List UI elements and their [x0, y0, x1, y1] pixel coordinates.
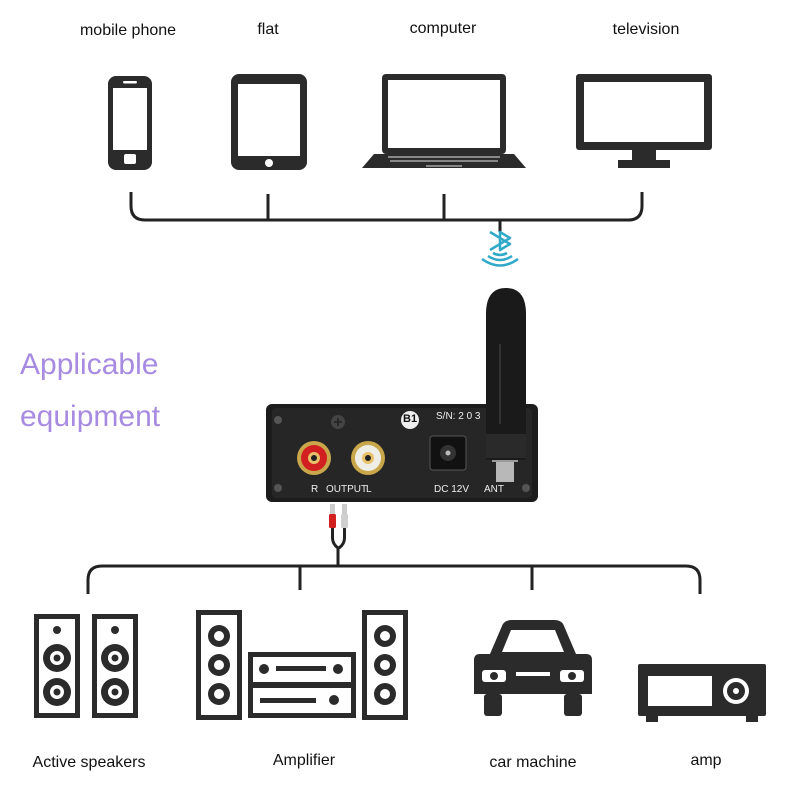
- label-amplifier: Amplifier: [272, 752, 336, 769]
- amplifier-icon: [194, 608, 410, 724]
- heading-line2: equipment: [20, 400, 161, 433]
- speakers-icon: [32, 612, 142, 722]
- television-icon: [574, 72, 714, 172]
- receiver-dc-label: DC 12V: [434, 484, 470, 495]
- label-television: television: [612, 21, 680, 38]
- label-computer: computer: [409, 20, 477, 37]
- top-bracket-connector: [0, 0, 800, 300]
- receiver-output-label: OUTPUT: [326, 484, 368, 495]
- receiver-output-l: L: [366, 484, 372, 495]
- receiver-ant-label: ANT: [484, 484, 504, 495]
- heading-line1: Applicable: [20, 348, 159, 381]
- label-flat: flat: [257, 21, 279, 38]
- label-mobile-phone: mobile phone: [79, 22, 177, 39]
- mobile-phone-icon: [106, 74, 154, 172]
- receiver-badge: B1: [403, 413, 418, 425]
- car-icon: [468, 614, 598, 722]
- receiver-output-r: R: [311, 484, 319, 495]
- rca-cable-icon: [324, 500, 354, 568]
- bluetooth-icon: [474, 226, 526, 270]
- amp-icon: [636, 662, 768, 724]
- label-amp: amp: [690, 752, 722, 769]
- laptop-icon: [360, 72, 528, 172]
- receiver-serial: S/N: 2 0 3: [436, 411, 481, 422]
- label-active-speakers: Active speakers: [32, 754, 146, 771]
- bluetooth-receiver: [264, 284, 544, 510]
- label-car-machine: car machine: [489, 754, 577, 771]
- tablet-icon: [229, 72, 309, 172]
